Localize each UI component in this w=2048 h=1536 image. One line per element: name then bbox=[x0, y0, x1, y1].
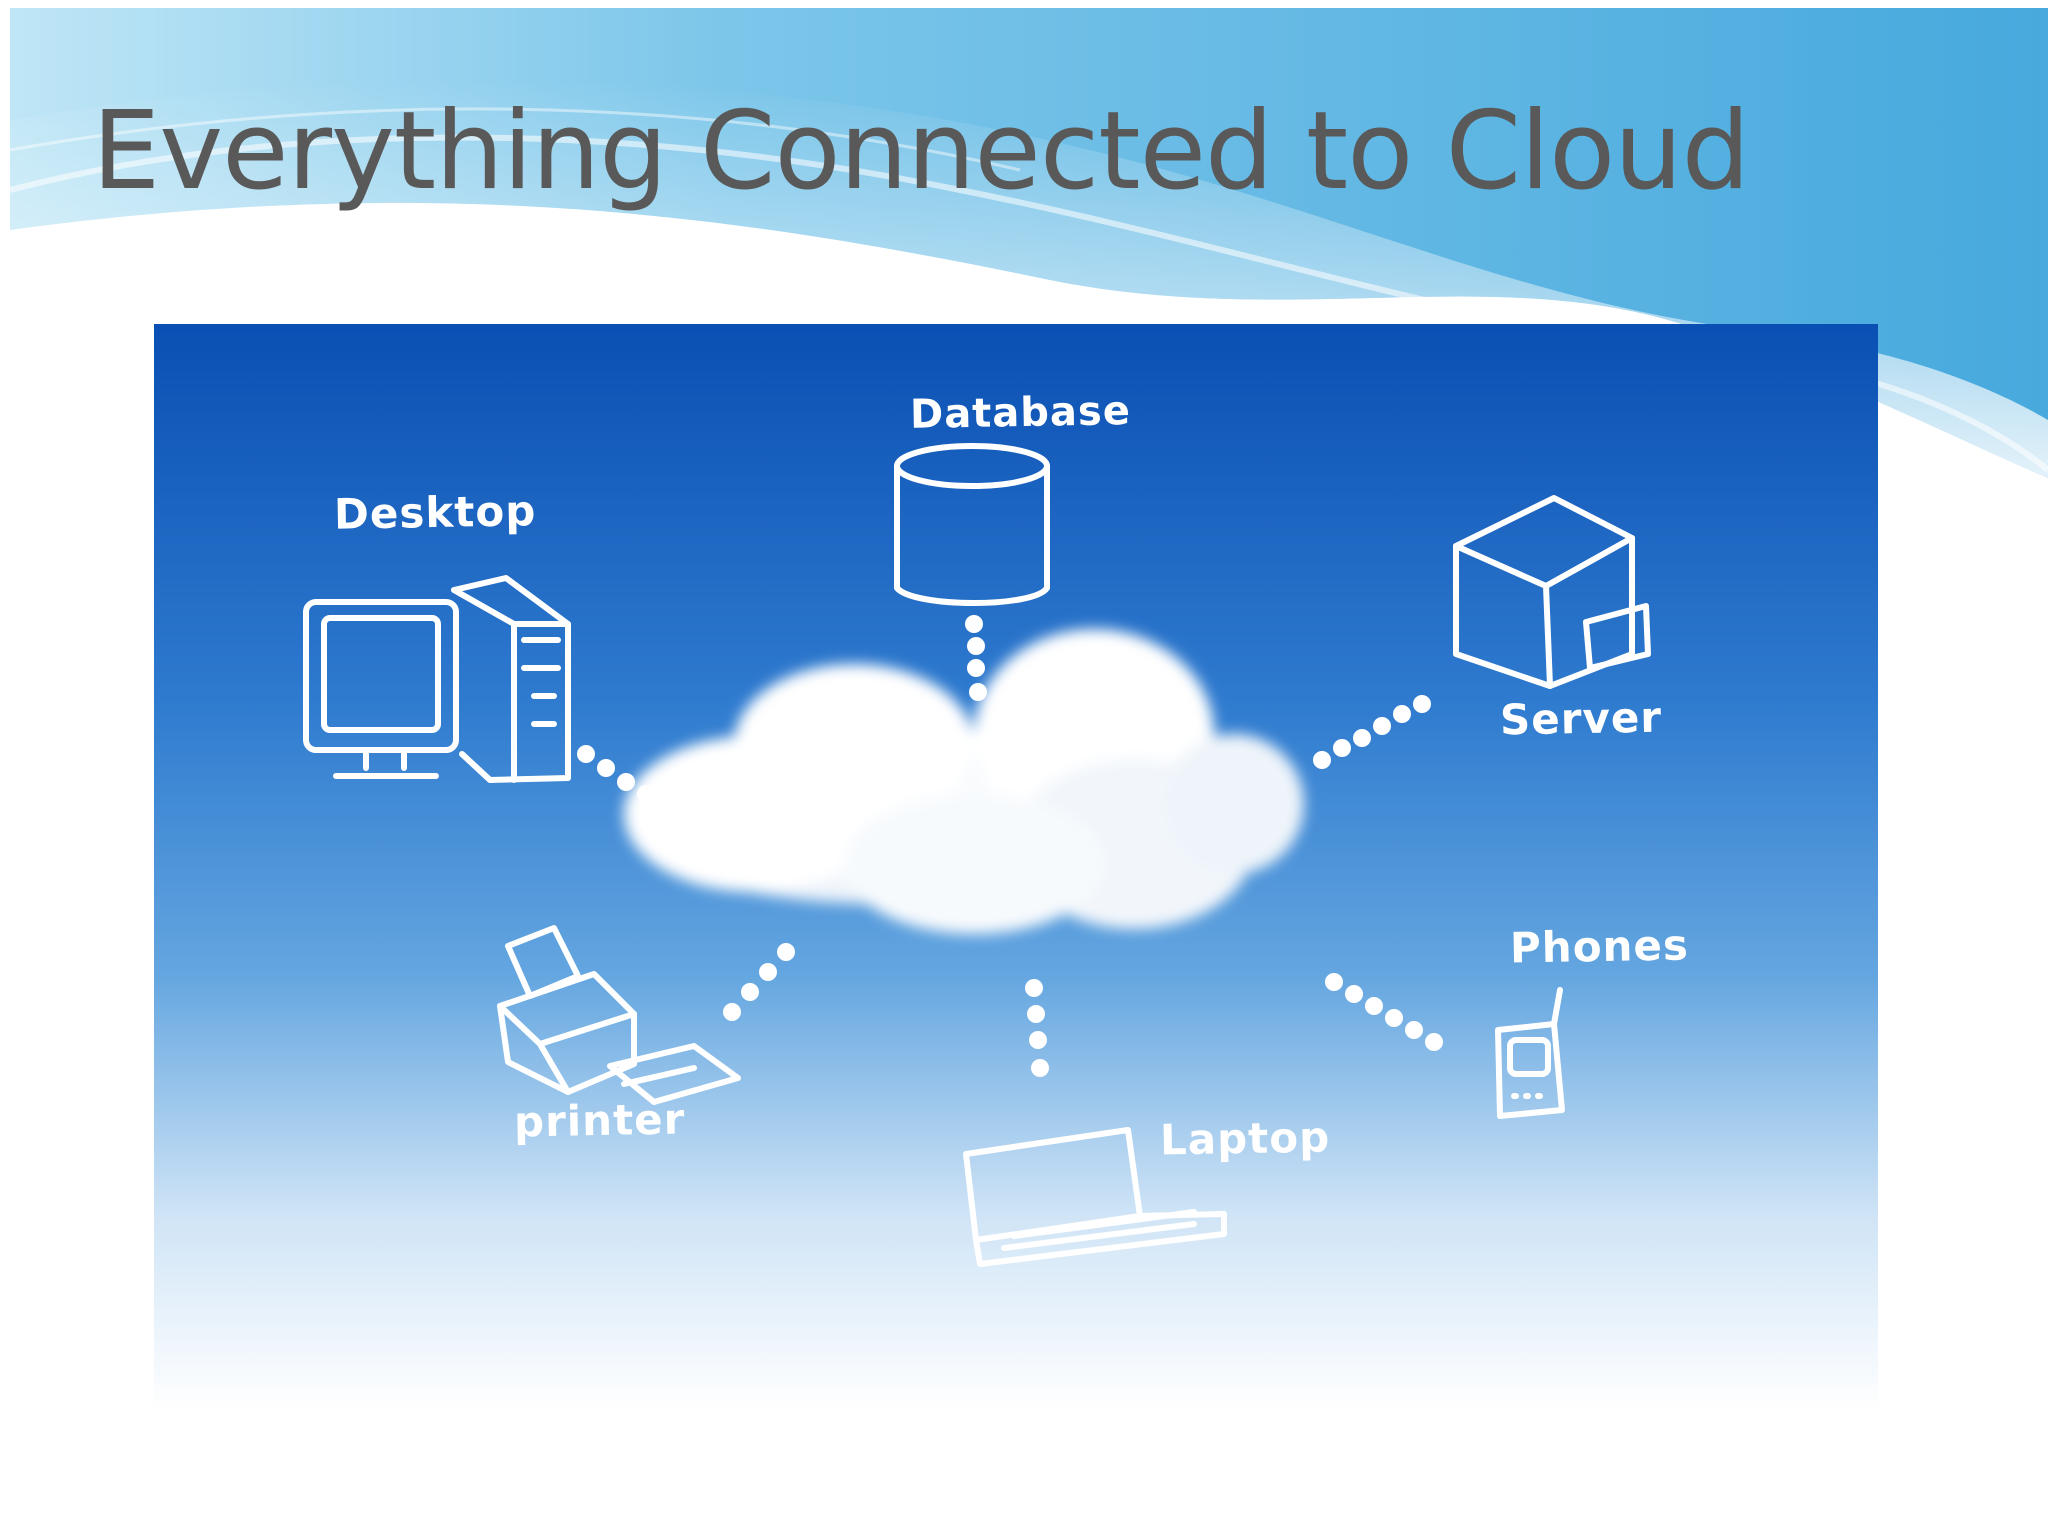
connector-database bbox=[965, 615, 987, 701]
printer-icon bbox=[497, 925, 741, 1105]
slide-title: Everything Connected to Cloud bbox=[92, 89, 1750, 214]
label-desktop: Desktop bbox=[333, 486, 537, 539]
cloud-icon bbox=[624, 629, 1304, 934]
label-server: Server bbox=[1499, 692, 1663, 745]
connector-server bbox=[1313, 695, 1431, 769]
cloud-diagram-sketch bbox=[154, 324, 1878, 1410]
connector-laptop bbox=[1025, 979, 1049, 1077]
cloud-diagram-image: Database Desktop Server Phones printer L… bbox=[154, 324, 1878, 1410]
laptop-icon bbox=[963, 1127, 1227, 1267]
connector-printer bbox=[723, 943, 795, 1021]
label-database: Database bbox=[909, 388, 1132, 438]
phone-icon bbox=[1495, 987, 1565, 1119]
server-icon bbox=[1453, 495, 1651, 689]
connector-dots bbox=[577, 615, 1443, 1077]
label-laptop: Laptop bbox=[1159, 1112, 1331, 1165]
connector-phones bbox=[1325, 973, 1443, 1051]
label-printer: printer bbox=[513, 1094, 686, 1147]
label-phones: Phones bbox=[1509, 920, 1690, 973]
connector-desktop bbox=[577, 745, 655, 803]
desktop-icon bbox=[303, 575, 571, 783]
database-icon bbox=[894, 443, 1050, 606]
